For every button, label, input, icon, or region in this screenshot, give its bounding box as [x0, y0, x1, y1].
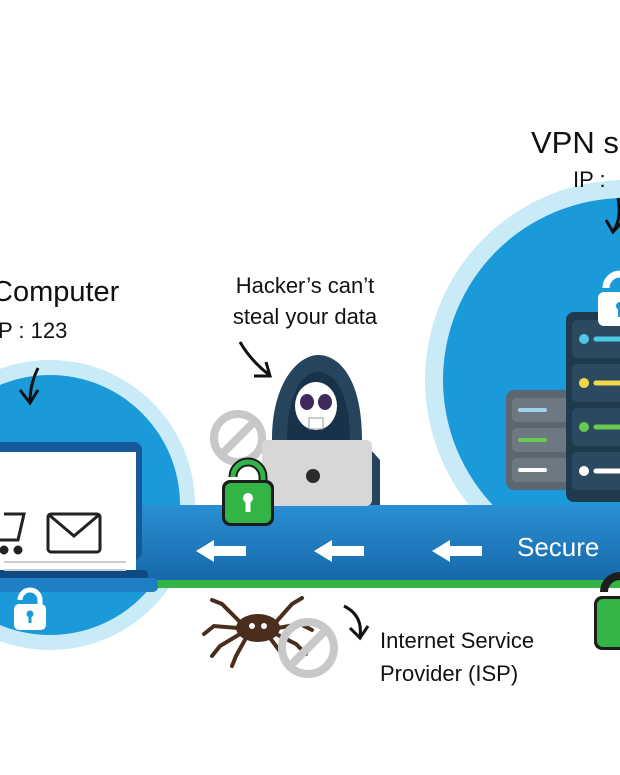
- arrow-left-icon: [314, 540, 364, 562]
- spider-body: [236, 614, 280, 642]
- mail-icon: [46, 512, 102, 554]
- no-sign-icon: [210, 410, 266, 466]
- cart-icon: [0, 512, 26, 555]
- computer-title: Computer: [0, 276, 120, 308]
- computer-ip-label: P : 123: [0, 318, 68, 343]
- arrow-left-icon: [432, 540, 482, 562]
- hacker-caption-line2: steal your data: [232, 304, 378, 329]
- isp-caption-line1: Internet Service: [380, 628, 535, 653]
- arrow-left-icon: [196, 540, 246, 562]
- isp-caption-line2: Provider (ISP): [380, 661, 519, 686]
- no-sign-icon: [278, 618, 338, 678]
- hacker-pointer-arrow: [238, 341, 269, 376]
- isp-caption: Internet Service Provider (ISP): [380, 624, 534, 690]
- server-icon: [566, 312, 620, 502]
- lock-icon: [598, 270, 620, 326]
- hacker-caption: Hacker’s can’t steal your data: [205, 270, 405, 332]
- hacker-icon: [210, 355, 380, 506]
- vpn-ip-label: IP :: [573, 167, 606, 192]
- lock-icon: [222, 457, 274, 526]
- isp-pointer-arrow: [343, 604, 362, 637]
- tunnel-label: Secure: [517, 532, 600, 562]
- lock-icon: [14, 587, 46, 630]
- vpn-title: VPN s: [531, 125, 619, 160]
- server-icon: [506, 390, 576, 490]
- laptop-icon: [0, 442, 158, 592]
- hacker-caption-line1: Hacker’s can’t: [235, 273, 375, 298]
- computer-pointer-arrow: [28, 367, 40, 403]
- lock-icon: [594, 572, 620, 650]
